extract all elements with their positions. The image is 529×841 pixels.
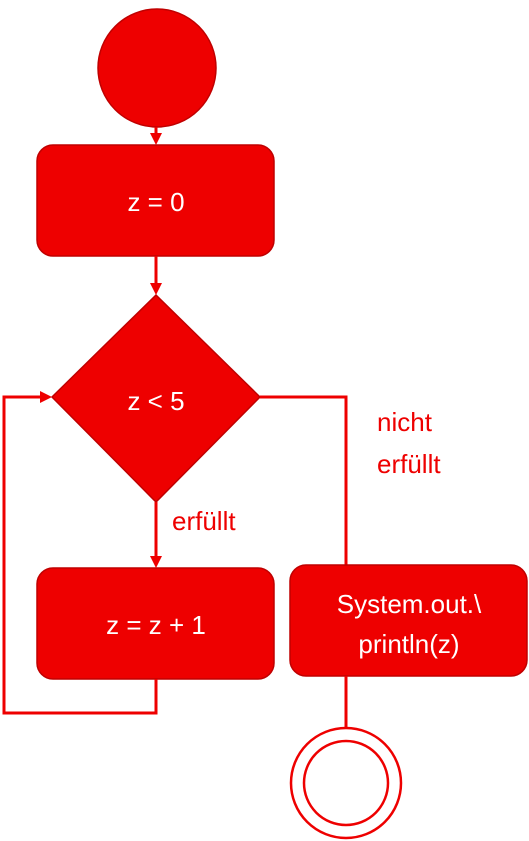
edge-condition-to-print [260, 395, 348, 565]
edge-false-label-line2: erfüllt [377, 449, 441, 479]
start-node [97, 8, 217, 128]
print-node-label-line1: System.out.\ [337, 589, 482, 619]
arrowhead-start-to-init [150, 133, 162, 145]
init-node-label: z = 0 [127, 187, 184, 217]
edge-loop-back [2, 395, 158, 715]
condition-node-label: z < 5 [127, 386, 184, 416]
increment-node-label: z = z + 1 [106, 610, 206, 640]
end-node-inner [302, 739, 390, 827]
arrowhead-loop-back [40, 391, 52, 403]
edge-false-label-line1: nicht [377, 407, 433, 437]
arrowhead-init-to-condition [150, 283, 162, 295]
edge-true-label: erfüllt [172, 506, 236, 536]
print-node-label-line2: println(z) [358, 629, 459, 659]
print-node [289, 564, 528, 677]
arrowhead-condition-to-increment [150, 556, 162, 568]
